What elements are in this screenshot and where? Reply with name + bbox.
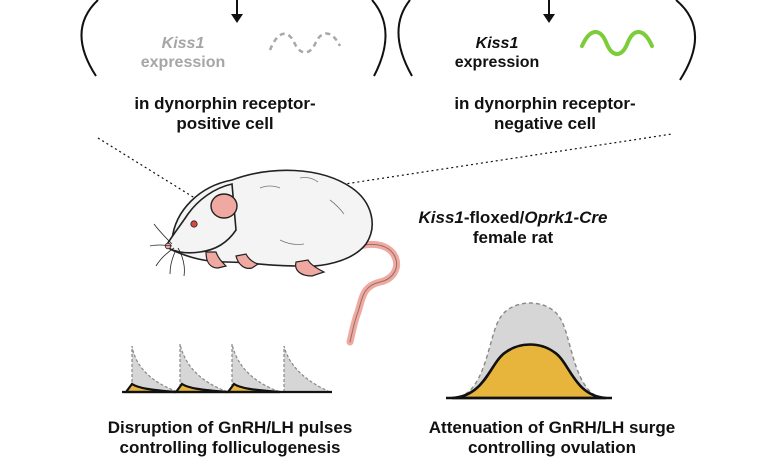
surge-caption: Attenuation of GnRH/LH surge controlling… — [394, 418, 710, 459]
right-kiss1-gene: Kiss1 — [475, 35, 519, 52]
connector-to-right-panel — [213, 133, 673, 205]
right-cell-line2: negative cell — [493, 114, 597, 134]
pulse-chart — [122, 343, 332, 394]
expressed-expression-wave — [580, 30, 654, 56]
right-cell-label: in dynorphin receptor- negative cell — [410, 94, 680, 135]
rat-whiskers — [149, 223, 185, 277]
rat-cre-gene: Oprk1-Cre — [524, 208, 608, 227]
left-down-arrow — [231, 0, 243, 23]
rat-ear — [210, 193, 238, 219]
rat-kiss1-gene: Kiss1 — [418, 208, 464, 227]
pulse-caption-line2: controlling folliculogenesis — [119, 438, 341, 458]
suppressed-expression-wave — [268, 32, 342, 54]
rat-hind-foot — [295, 259, 326, 277]
rat-illustration — [149, 169, 400, 346]
surge-caption-line2: controlling ovulation — [467, 438, 637, 458]
left-panel-bracket — [80, 0, 387, 77]
surge-chart — [446, 302, 612, 400]
right-panel-bracket — [397, 0, 696, 81]
connector-to-left-panel — [97, 137, 199, 201]
left-cell-label: in dynorphin receptor- positive cell — [90, 94, 360, 135]
surge-hormone-fill — [451, 343, 607, 400]
right-cell-line1: in dynorphin receptor- — [454, 94, 636, 113]
rat-strain-label: Kiss1-floxed/Oprk1-Cre female rat — [388, 208, 638, 249]
left-cell-line1: in dynorphin receptor- — [134, 94, 316, 113]
rat-tail — [346, 240, 400, 346]
left-kiss1-gene: Kiss1 — [161, 35, 205, 52]
right-kiss1-expression-label: Kiss1 expression — [412, 34, 582, 72]
rat-eye — [190, 220, 198, 228]
right-down-arrow — [543, 0, 555, 23]
rat-floxed-text: -floxed/ — [463, 208, 525, 227]
right-expression-word: expression — [454, 54, 540, 72]
rat-front-leg — [205, 251, 228, 269]
rat-sex-label: female rat — [472, 228, 554, 248]
left-kiss1-expression-label: Kiss1 expression — [98, 34, 268, 72]
left-cell-line2: positive cell — [176, 114, 274, 134]
surge-caption-line1: Attenuation of GnRH/LH surge — [428, 418, 676, 437]
pulse-caption-line1: Disruption of GnRH/LH pulses — [107, 418, 353, 437]
pulse-caption: Disruption of GnRH/LH pulses controlling… — [66, 418, 394, 459]
left-expression-word: expression — [140, 54, 226, 72]
pulse-ghost-peaks — [131, 343, 331, 393]
